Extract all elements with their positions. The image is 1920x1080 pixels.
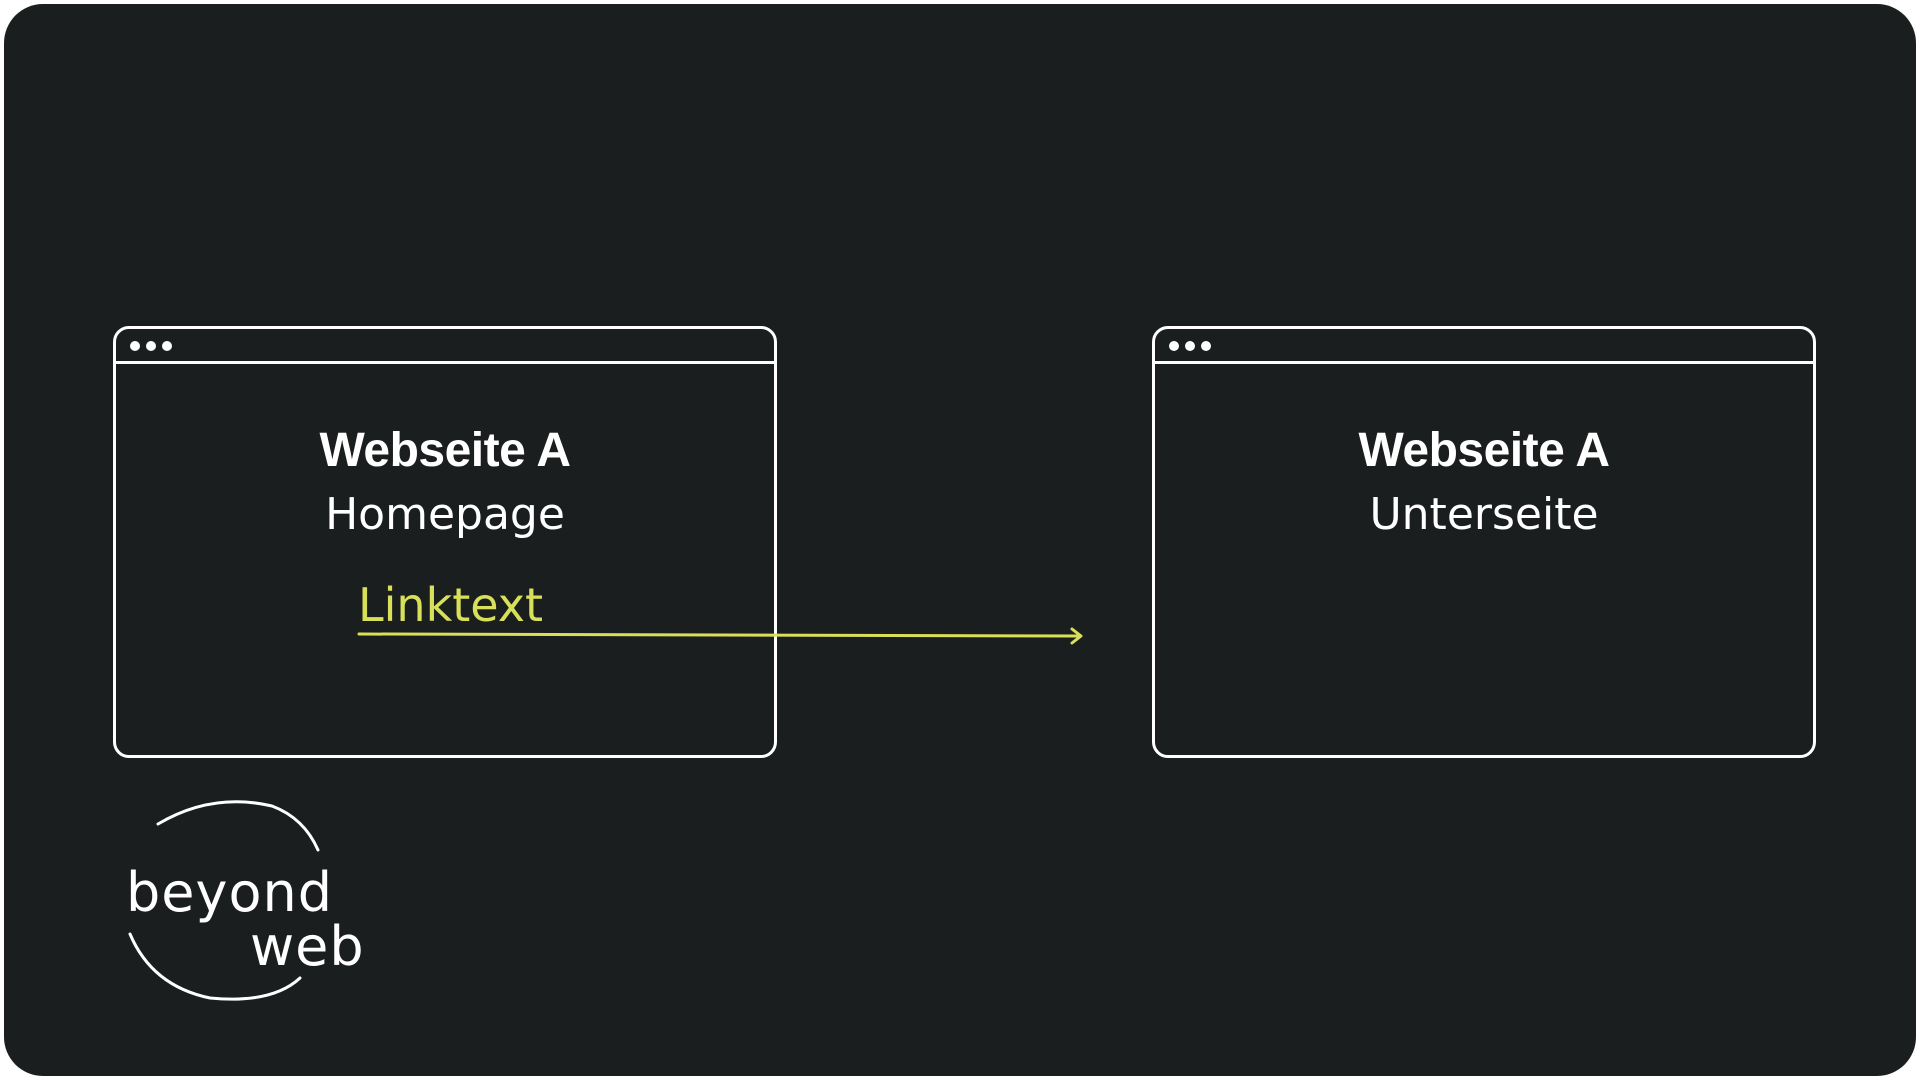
window-title: Webseite A xyxy=(1358,424,1610,477)
logo-text-beyond: beyond xyxy=(126,861,333,924)
window-dots-icon xyxy=(130,341,172,351)
window-subtitle: Homepage xyxy=(325,489,565,540)
dot xyxy=(162,341,172,351)
beyond-web-logo: beyond web xyxy=(122,800,368,1006)
browser-titlebar xyxy=(1155,329,1813,364)
window-dots-icon xyxy=(1169,341,1211,351)
logo-text-web: web xyxy=(250,915,365,978)
dot xyxy=(130,341,140,351)
browser-window-subpage: Webseite A Unterseite xyxy=(1152,326,1816,758)
browser-titlebar xyxy=(116,329,774,364)
dot xyxy=(146,341,156,351)
link-text[interactable]: Linktext xyxy=(358,578,543,632)
browser-window-homepage: Webseite A Homepage xyxy=(113,326,777,758)
dot xyxy=(1201,341,1211,351)
slide-canvas: Webseite A Homepage Webseite A Unterseit… xyxy=(4,4,1916,1076)
logo-swoosh-icon xyxy=(128,800,320,1001)
dot xyxy=(1185,341,1195,351)
window-subtitle: Unterseite xyxy=(1369,489,1599,540)
dot xyxy=(1169,341,1179,351)
window-title: Webseite A xyxy=(319,424,571,477)
